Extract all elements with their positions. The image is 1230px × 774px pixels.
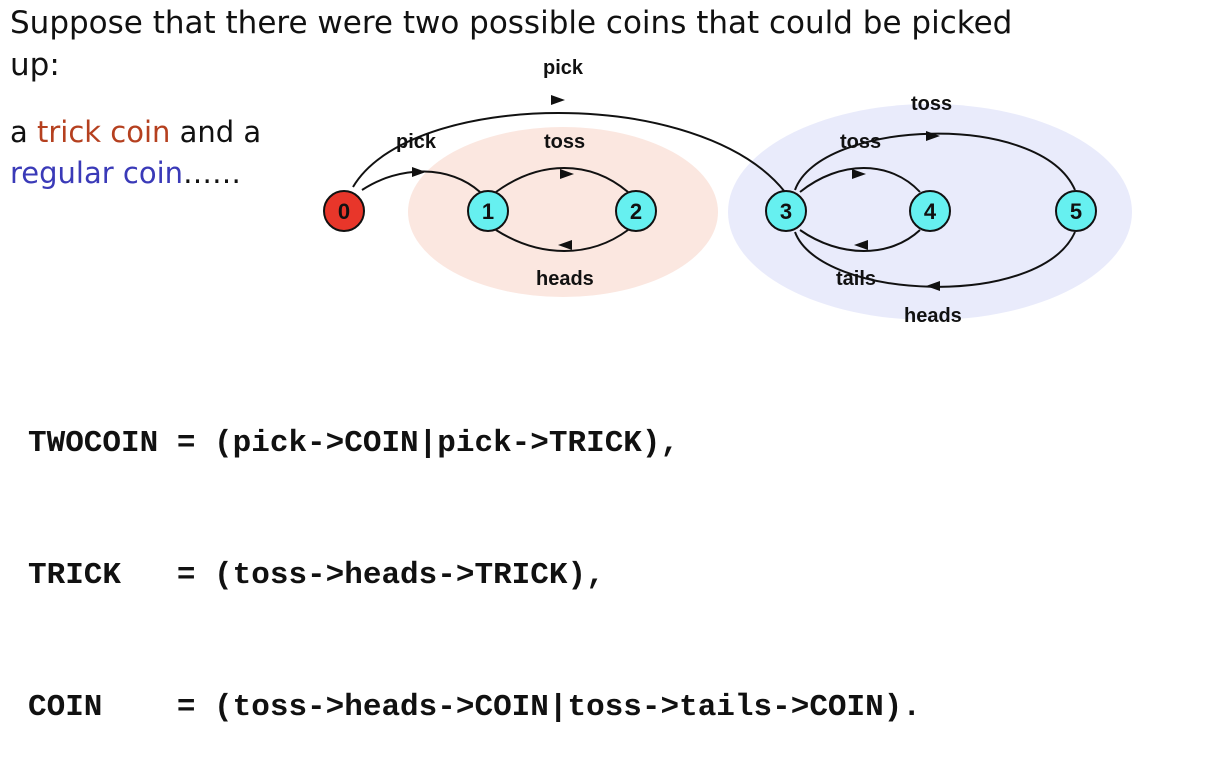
node-4-circle <box>909 190 951 232</box>
node-0: 0 <box>323 190 365 232</box>
lts-diagram: pick pick toss heads toss tails toss hea… <box>323 57 1132 327</box>
trick-coin-label: trick coin <box>37 115 171 149</box>
coins-prefix: a <box>10 115 37 149</box>
node-1-label: 1 <box>482 199 494 224</box>
edge-label-tails-4-3: tails <box>836 268 876 290</box>
fsp-code-block: TWOCOIN = (pick->COIN|pick->TRICK), TRIC… <box>28 334 921 774</box>
node-3-circle <box>765 190 807 232</box>
node-4-label: 4 <box>924 199 937 224</box>
code-line-coin: COIN = (toss->heads->COIN|toss->tails->C… <box>28 690 921 725</box>
coins-description: a trick coin and a regular coin…… <box>10 112 310 194</box>
node-1-circle <box>467 190 509 232</box>
edge-toss-1-2 <box>495 167 629 193</box>
node-5-circle <box>1055 190 1097 232</box>
node-5-label: 5 <box>1070 199 1082 224</box>
edge-tails-4-3 <box>799 229 921 252</box>
trick-region <box>408 127 718 297</box>
edge-label-toss-1-2: toss <box>544 131 585 153</box>
node-3: 3 <box>765 190 807 232</box>
edge-pick-0-3 <box>352 112 786 193</box>
node-2-circle <box>615 190 657 232</box>
node-2: 2 <box>615 190 657 232</box>
edge-label-toss-3-5: toss <box>911 93 952 115</box>
code-line-twocoin: TWOCOIN = (pick->COIN|pick->TRICK), <box>28 426 680 461</box>
coins-middle: and a <box>170 115 262 149</box>
edge-label-heads-5-3: heads <box>904 305 962 327</box>
node-4: 4 <box>909 190 951 232</box>
edge-heads-2-1 <box>495 229 629 252</box>
edge-label-pick-0-1: pick <box>396 131 437 153</box>
code-line-trick: TRICK = (toss->heads->TRICK), <box>28 558 605 593</box>
node-3-label: 3 <box>780 199 792 224</box>
node-1: 1 <box>467 190 509 232</box>
intro-text: Suppose that there were two possible coi… <box>10 5 1013 83</box>
node-5: 5 <box>1055 190 1097 232</box>
edge-toss-3-4 <box>799 167 921 193</box>
edge-label-toss-3-4: toss <box>840 131 881 153</box>
node-0-label: 0 <box>338 199 350 224</box>
regular-coin-label: regular coin <box>10 156 184 190</box>
edge-label-heads-2-1: heads <box>536 268 594 290</box>
node-2-label: 2 <box>630 199 642 224</box>
coins-suffix: …… <box>183 156 242 190</box>
node-0-circle <box>323 190 365 232</box>
edge-label-pick-0-3: pick <box>543 57 584 79</box>
